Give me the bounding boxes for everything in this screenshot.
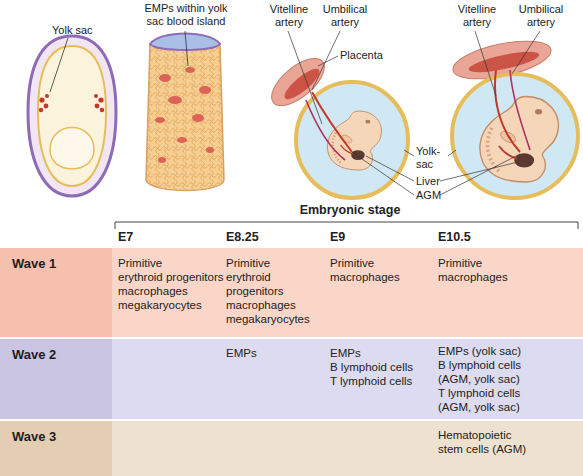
part-label: Umbilical artery <box>318 3 372 28</box>
part-label: Umbilical artery <box>514 3 568 28</box>
table-cell: Primitiveerythroid progenitorsmacrophage… <box>118 256 224 312</box>
part-label: AGM <box>416 189 448 202</box>
cell-text: Primitive <box>226 256 326 270</box>
stage-header: E10.5 <box>438 230 498 244</box>
table-cell: Primitiveerythroid progenitorsmacrophage… <box>226 256 326 326</box>
axis-title: Embryonic stage <box>270 203 430 217</box>
cell-text: B lymphoid cells <box>330 360 430 374</box>
cell-text: macrophages <box>226 298 326 312</box>
cell-text: T lymphoid cells <box>330 374 430 388</box>
stage-header: E7 <box>118 230 178 244</box>
cell-text: megakaryocytes <box>226 312 326 326</box>
cell-text: erythroid progenitors <box>118 270 224 284</box>
cell-text: EMPs (yolk sac) <box>438 344 538 358</box>
wave-label: Wave 1 <box>0 248 583 271</box>
part-label: Yolk sac <box>52 24 112 37</box>
cell-text: B lymphoid cells (AGM, yolk sac) <box>438 358 538 386</box>
part-label: Placenta <box>340 49 394 62</box>
cell-text: Hematopoietic stem cells (AGM) <box>438 428 538 456</box>
stage-header: E9 <box>330 230 390 244</box>
cell-text: EMPs <box>330 346 430 360</box>
table-cell: EMPs (yolk sac)B lymphoid cells (AGM, yo… <box>438 344 538 414</box>
table-cell: Primitive macrophages <box>330 256 430 284</box>
cell-text: erythroid progenitors <box>226 270 326 298</box>
part-label: Yolk- sac <box>416 145 448 170</box>
table-cell: Hematopoietic stem cells (AGM) <box>438 428 538 456</box>
table-cell: EMPsB lymphoid cellsT lymphoid cells <box>330 346 430 388</box>
cell-text: Primitive macrophages <box>438 256 538 284</box>
cell-text: macrophages <box>118 284 224 298</box>
part-label: Vitelline artery <box>262 3 316 28</box>
cell-text: megakaryocytes <box>118 298 224 312</box>
table-cell: Primitive macrophages <box>438 256 538 284</box>
cell-text: Primitive <box>118 256 224 270</box>
stage-header: E8.25 <box>226 230 286 244</box>
part-label: Liver <box>416 175 448 188</box>
cell-text: EMPs <box>226 346 326 360</box>
part-label: EMPs within yolk sac blood island <box>138 2 234 27</box>
cell-text: T lymphoid cells (AGM, yolk sac) <box>438 386 538 414</box>
table-cell: EMPs <box>226 346 326 360</box>
cell-text: Primitive macrophages <box>330 256 430 284</box>
part-label: Vitelline artery <box>450 3 504 28</box>
